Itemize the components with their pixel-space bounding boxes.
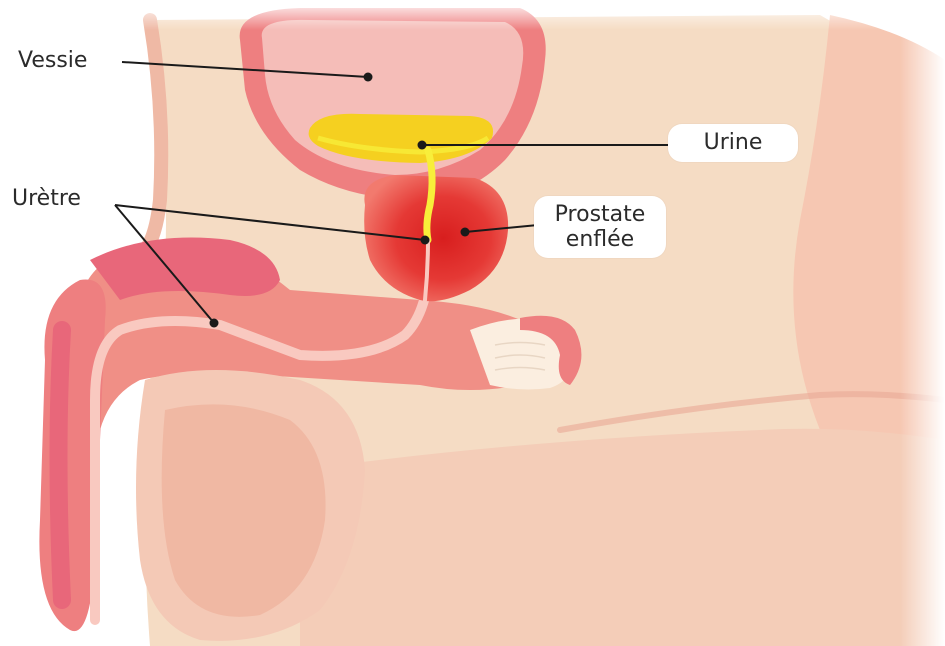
label-uretre: Urètre: [12, 186, 81, 211]
pelvic-floor: [300, 429, 945, 646]
label-prostate-line2: enflée: [534, 227, 666, 252]
label-prostate: Prostate enflée: [534, 196, 666, 258]
label-urine: Urine: [668, 124, 798, 162]
label-prostate-line1: Prostate: [534, 202, 666, 227]
label-vessie: Vessie: [18, 48, 87, 73]
abdominal-wall: [140, 20, 161, 255]
